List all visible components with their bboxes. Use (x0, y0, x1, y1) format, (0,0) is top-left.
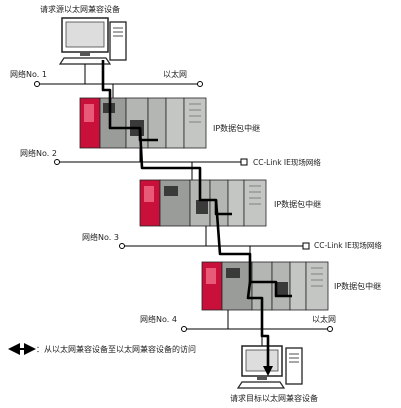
plc-3 (201, 261, 329, 311)
network-2-line (54, 148, 248, 180)
network-2-label: 网络No. 2 (20, 148, 57, 158)
target-device-label: 请求目标以太网兼容设备 (230, 393, 318, 403)
network-1-type-label: 以太网 (163, 69, 187, 79)
network-2-type-label: CC-Link IE现场网络 (253, 157, 321, 167)
relay-2-label: IP数据包中继 (274, 199, 321, 209)
network-1-line (34, 64, 203, 100)
network-3-label: 网络No. 3 (82, 232, 119, 242)
access-path-arrowhead-icon (263, 366, 273, 376)
target-computer-icon (236, 345, 303, 389)
network-4-label: 网络No. 4 (140, 314, 177, 324)
network-4-line (181, 310, 333, 346)
relay-1-label: IP数据包中继 (213, 123, 260, 133)
network-3-line (119, 226, 310, 262)
network-1-label: 网络No. 1 (10, 69, 47, 79)
access-path (101, 60, 292, 372)
legend-text: ：从以太网兼容设备至以太网兼容设备的访问 (36, 344, 196, 354)
source-computer-icon (58, 17, 127, 65)
network-4-type-label: 以太网 (312, 314, 336, 324)
source-device-label: 请求源以太网兼容设备 (40, 4, 120, 14)
plc-2 (139, 179, 267, 227)
relay-3-label: IP数据包中继 (334, 281, 381, 291)
network-3-type-label: CC-Link IE现场网络 (314, 240, 382, 250)
